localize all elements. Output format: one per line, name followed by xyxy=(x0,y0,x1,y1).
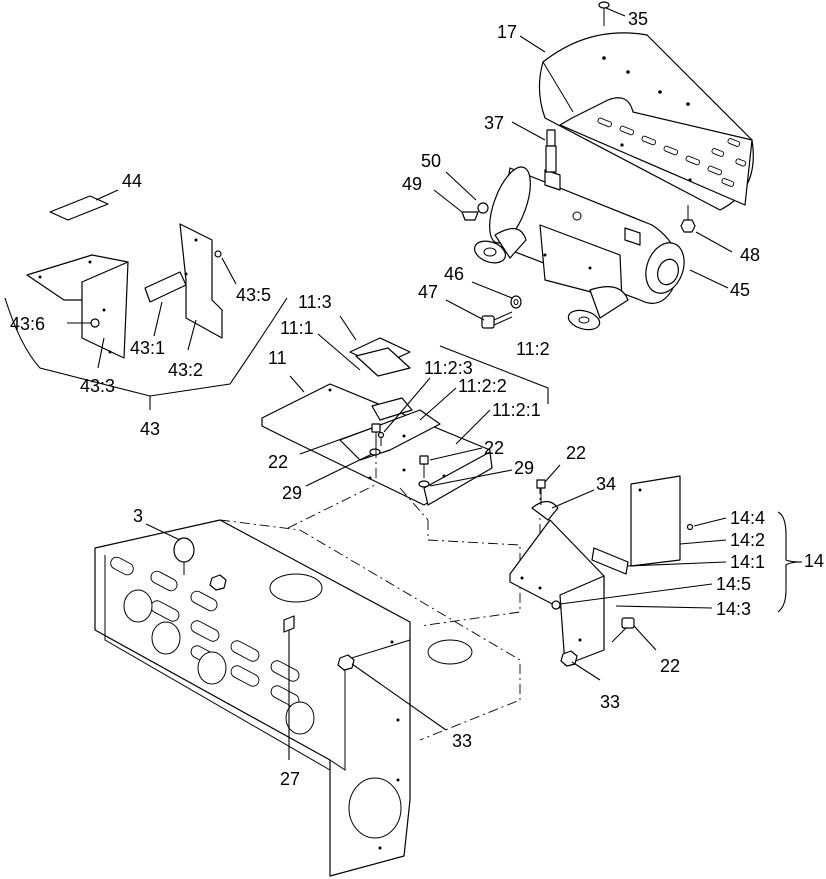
callout-43-3: 43:3 xyxy=(80,376,115,396)
callout-29-left: 29 xyxy=(282,483,302,503)
callout-14-1: 14:1 xyxy=(730,552,765,572)
callout-11-3: 11:3 xyxy=(298,292,332,312)
shield-43-3 xyxy=(26,254,129,359)
nut-48 xyxy=(680,205,696,233)
screw-14-4 xyxy=(686,523,694,531)
callout-46: 46 xyxy=(444,264,464,284)
callout-34: 34 xyxy=(596,474,616,494)
callout-22-right: 22 xyxy=(566,443,586,463)
clamp-34 xyxy=(531,500,559,521)
callout-22-mid: 22 xyxy=(484,438,504,458)
bracket-14 xyxy=(509,475,681,666)
callout-11-2-2: 11:2:2 xyxy=(458,376,507,396)
screw-35 xyxy=(598,1,610,26)
strip-43-1 xyxy=(144,271,187,303)
callout-43: 43 xyxy=(140,419,160,439)
nut-49 xyxy=(461,211,479,221)
nut-43-6 xyxy=(90,318,100,328)
callout-37: 37 xyxy=(484,113,504,133)
callout-35: 35 xyxy=(628,9,648,29)
callout-49: 49 xyxy=(402,174,422,194)
screw-22-right xyxy=(536,479,546,505)
callout-11: 11 xyxy=(268,348,287,368)
bracket-43-2 xyxy=(179,223,223,339)
bolt-37 xyxy=(545,129,557,173)
spacer-14-1 xyxy=(591,547,629,575)
callout-43-6: 43:6 xyxy=(10,314,45,334)
callout-27: 27 xyxy=(280,769,300,789)
callout-50: 50 xyxy=(421,151,441,171)
callout-14-5: 14:5 xyxy=(716,574,751,594)
callout-47: 47 xyxy=(418,282,438,302)
callout-33-lower: 33 xyxy=(600,692,620,712)
callout-labels: 35 17 37 50 49 48 46 47 45 44 43:5 43:6 … xyxy=(10,9,824,789)
callout-14-4: 14:4 xyxy=(730,508,765,528)
callout-43-1: 43:1 xyxy=(130,338,165,358)
callout-29-mid: 29 xyxy=(514,458,534,478)
bolt-22-lower xyxy=(611,617,635,643)
callout-48: 48 xyxy=(740,245,760,265)
callout-43-5: 43:5 xyxy=(236,285,271,305)
callout-22-left: 22 xyxy=(268,452,288,472)
callout-11-2-1: 11:2:1 xyxy=(492,400,541,420)
plate-11-1 xyxy=(349,337,411,377)
callout-14-3: 14:3 xyxy=(716,599,751,619)
leader-lines xyxy=(4,7,803,760)
callout-14: 14 xyxy=(804,551,824,571)
callout-11-2-3: 11:2:3 xyxy=(424,358,473,378)
plate-44 xyxy=(49,195,109,221)
washer-50 xyxy=(477,202,489,214)
screw-43-5 xyxy=(214,250,222,258)
callout-22-lower: 22 xyxy=(660,656,680,676)
bolt-47 xyxy=(481,311,513,329)
clip-27 xyxy=(283,615,295,633)
washer-14-5 xyxy=(551,600,561,610)
screw-11-2-3 xyxy=(377,431,385,446)
callout-11-1: 11:1 xyxy=(280,318,314,338)
callout-14-2: 14:2 xyxy=(730,530,765,550)
callout-45: 45 xyxy=(730,280,750,300)
washer-29-mid xyxy=(418,480,430,488)
washer-46 xyxy=(510,295,522,309)
knob-3 xyxy=(173,537,195,575)
callout-33-frame: 33 xyxy=(452,731,472,751)
frame-main xyxy=(94,519,473,877)
callout-43-2: 43:2 xyxy=(168,360,203,380)
callout-11-2: 11:2 xyxy=(516,339,550,359)
callout-17: 17 xyxy=(497,22,517,42)
washer-29-left xyxy=(369,448,381,456)
heat-shield-17 xyxy=(538,32,754,211)
callout-3: 3 xyxy=(133,506,143,526)
muffler-45 xyxy=(473,166,685,331)
nut-33-frame xyxy=(209,574,355,671)
screw-22-mid xyxy=(419,455,429,478)
callout-44: 44 xyxy=(122,171,142,191)
